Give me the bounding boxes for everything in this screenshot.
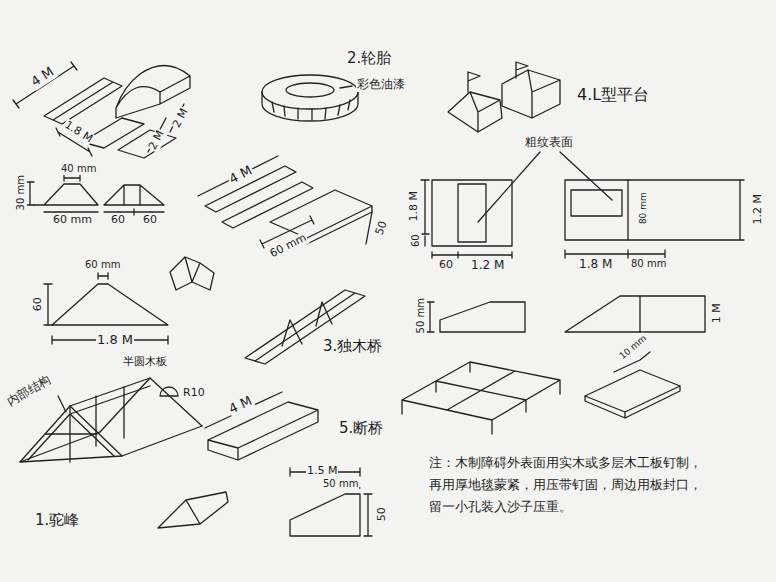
dimension-label: 60	[410, 233, 422, 248]
broken-bridge-sketch	[205, 392, 372, 536]
dimension-label: 60	[110, 214, 126, 227]
dimension-label: 60	[142, 214, 158, 227]
part-label: 粗纹表面	[524, 136, 574, 150]
item-title: 4.L型平台	[576, 86, 650, 104]
dimension-label: 60	[438, 259, 454, 272]
dimension-label: 40 mm	[60, 163, 97, 175]
hump-profile-sketch	[26, 175, 214, 344]
dimension-label: 10 mm	[617, 332, 650, 362]
dimension-label: 1.2 M	[752, 193, 765, 225]
part-label: 半圆木板	[122, 356, 168, 369]
dimension-label: 30 mm	[15, 174, 27, 211]
note-text: 注：木制障碍外表面用实木或多层木工板钉制， 再用厚地毯蒙紧，用压带钉固，周边用板…	[428, 452, 714, 518]
dimension-label: 50 mm	[322, 478, 359, 490]
hump-structure-sketch	[20, 378, 228, 528]
dimension-label: 1.8 M	[96, 333, 134, 348]
dimension-label: 80 mm	[630, 258, 667, 270]
dimension-label: 4 M	[28, 64, 58, 90]
item-title: 1.驼峰	[34, 512, 80, 529]
dimension-label: 60 mm	[267, 231, 309, 261]
item-title: 2.轮胎	[346, 50, 392, 67]
item-title: 5.断桥	[338, 420, 384, 437]
part-label: 彩色油漆	[356, 78, 406, 92]
dimension-label: 1.5 M	[306, 465, 338, 478]
dimension-label: 50	[376, 506, 389, 522]
part-label: 内部结构	[4, 372, 54, 409]
dimension-label: 60	[32, 296, 45, 312]
dimension-label: 60 mm	[84, 259, 121, 271]
dimension-label: 50	[373, 219, 390, 238]
dimension-label: 2 M	[170, 106, 191, 131]
dimension-label: 2 M	[146, 128, 167, 153]
l-platform-sketch	[402, 62, 744, 434]
dimension-label: 1.8 M	[61, 118, 95, 146]
dimension-label: 1.2 M	[470, 259, 505, 273]
tire-sketch	[262, 75, 358, 121]
dimension-label: 1.8 M	[408, 190, 421, 222]
dimension-label: 4 M	[226, 163, 256, 188]
item-title: 3.独木桥	[322, 338, 383, 355]
dimension-label: 50 mm	[415, 297, 427, 334]
dimension-label: R10	[182, 387, 206, 400]
dimension-label: 80 mm	[638, 191, 648, 225]
hump-set-sketch	[13, 62, 190, 158]
dimension-label: 1.8 M	[578, 258, 613, 272]
dimension-label: 60 mm	[52, 214, 93, 227]
dimension-label: 1 M	[711, 302, 724, 324]
balance-beam-sketch	[198, 156, 372, 364]
dimension-label: 4 M	[226, 393, 256, 417]
